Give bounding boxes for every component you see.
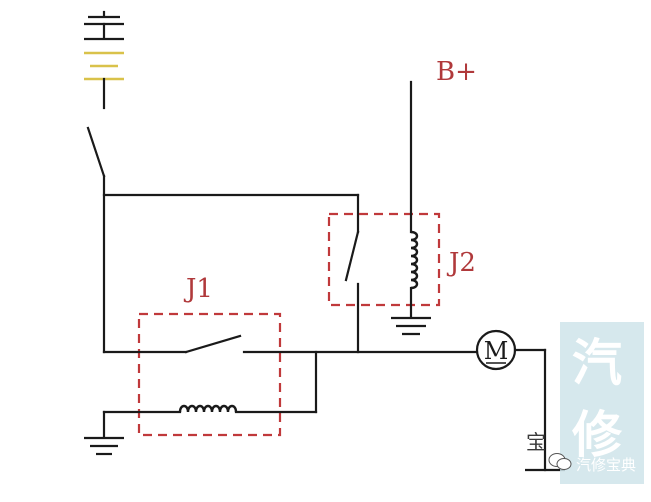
relay-j1-switch [184, 334, 242, 354]
ground-symbol-j2 [391, 316, 431, 336]
watermark-char-small: 宝 [526, 430, 546, 454]
relay-j2-box [327, 212, 441, 307]
relay-j2-coil [410, 230, 419, 290]
motor-symbol: M [475, 329, 565, 472]
relay-j1 [102, 312, 478, 437]
relay-j1-coil [178, 404, 238, 413]
relay-j1-label: J1 [183, 274, 213, 304]
ground-symbol-left [84, 410, 124, 456]
relay-j1-box [137, 312, 282, 437]
watermark-brand: 汽修宝典 [576, 456, 637, 474]
wechat-icon [548, 453, 572, 470]
main-switch [86, 126, 106, 354]
battery-symbol [84, 10, 124, 110]
motor-label: M [484, 337, 509, 365]
relay-j2-label: J2 [446, 248, 476, 278]
relay-j2-switch [344, 230, 360, 282]
b-plus-label: B+ [436, 57, 477, 87]
watermark-char-bottom: 修 [572, 406, 622, 464]
watermark-panel [560, 322, 644, 484]
watermark-char-top: 汽 [572, 334, 622, 392]
relay-j2 [327, 80, 441, 354]
